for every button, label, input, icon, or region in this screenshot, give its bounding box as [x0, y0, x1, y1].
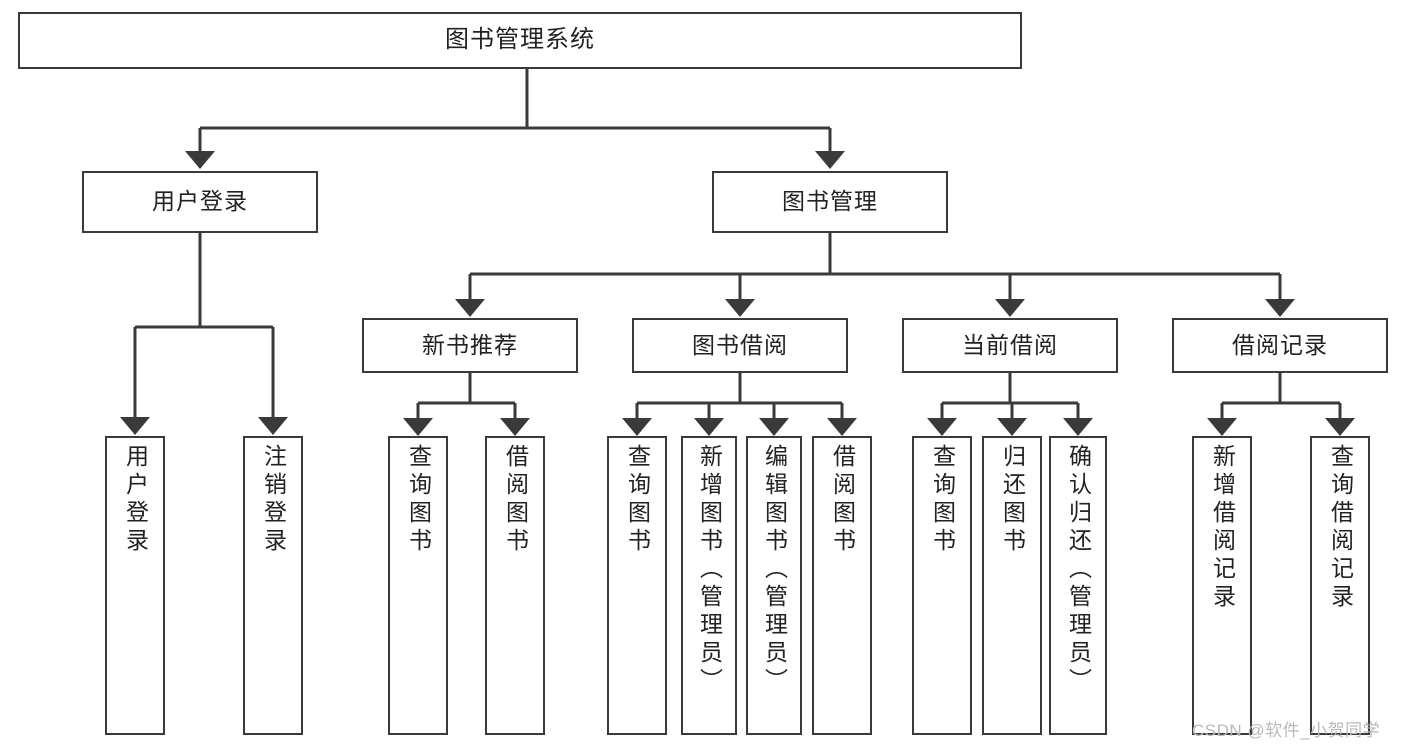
node-leaf-query-borrow-record[interactable]: 查询借阅记录 [1310, 436, 1370, 735]
node-leaf-query-book-current[interactable]: 查询图书 [912, 436, 972, 735]
node-leaf-edit-book-admin[interactable]: 编辑图书（管理员） [746, 436, 802, 735]
node-leaf-query-borrow-record-label: 查询借阅记录 [1327, 444, 1354, 612]
node-book-borrow-label: 图书借阅 [692, 331, 788, 358]
node-leaf-user-login[interactable]: 用户登录 [105, 436, 165, 735]
node-leaf-confirm-return-admin-label: 确认归还（管理员） [1065, 444, 1092, 696]
node-leaf-add-borrow-record[interactable]: 新增借阅记录 [1192, 436, 1252, 735]
node-leaf-borrow-book[interactable]: 借阅图书 [812, 436, 872, 735]
node-book-borrow[interactable]: 图书借阅 [632, 318, 848, 373]
node-current-borrow[interactable]: 当前借阅 [902, 318, 1118, 373]
node-leaf-query-book-borrow-label: 查询图书 [624, 444, 651, 556]
node-leaf-borrow-book-recommend-label: 借阅图书 [502, 444, 529, 556]
node-leaf-edit-book-admin-label: 编辑图书（管理员） [761, 444, 788, 696]
node-root[interactable]: 图书管理系统 [18, 12, 1022, 69]
node-book-management-label: 图书管理 [782, 188, 878, 215]
node-leaf-user-logout-label: 注销登录 [260, 444, 287, 556]
node-leaf-query-book-current-label: 查询图书 [929, 444, 956, 556]
node-leaf-return-book[interactable]: 归还图书 [982, 436, 1042, 735]
node-book-management[interactable]: 图书管理 [712, 171, 948, 233]
node-leaf-borrow-book-label: 借阅图书 [829, 444, 856, 556]
node-leaf-return-book-label: 归还图书 [999, 444, 1026, 556]
node-leaf-query-book-recommend-label: 查询图书 [405, 444, 432, 556]
node-leaf-add-book-admin-label: 新增图书（管理员） [696, 444, 723, 696]
node-leaf-user-login-label: 用户登录 [122, 444, 149, 556]
node-root-label: 图书管理系统 [445, 26, 595, 54]
node-leaf-confirm-return-admin[interactable]: 确认归还（管理员） [1049, 436, 1107, 735]
node-leaf-borrow-book-recommend[interactable]: 借阅图书 [485, 436, 545, 735]
node-leaf-add-book-admin[interactable]: 新增图书（管理员） [681, 436, 737, 735]
node-borrow-record-label: 借阅记录 [1232, 331, 1328, 358]
node-borrow-record[interactable]: 借阅记录 [1172, 318, 1388, 373]
node-leaf-query-book-recommend[interactable]: 查询图书 [388, 436, 448, 735]
node-user-login[interactable]: 用户登录 [82, 171, 318, 233]
node-new-book-recommend-label: 新书推荐 [422, 331, 518, 358]
node-leaf-user-logout[interactable]: 注销登录 [243, 436, 303, 735]
node-leaf-query-book-borrow[interactable]: 查询图书 [607, 436, 667, 735]
node-current-borrow-label: 当前借阅 [962, 331, 1058, 358]
node-user-login-label: 用户登录 [152, 188, 248, 215]
watermark-text: CSDN @软件_小贺同学 [1192, 721, 1381, 740]
node-leaf-add-borrow-record-label: 新增借阅记录 [1209, 444, 1236, 612]
node-new-book-recommend[interactable]: 新书推荐 [362, 318, 578, 373]
